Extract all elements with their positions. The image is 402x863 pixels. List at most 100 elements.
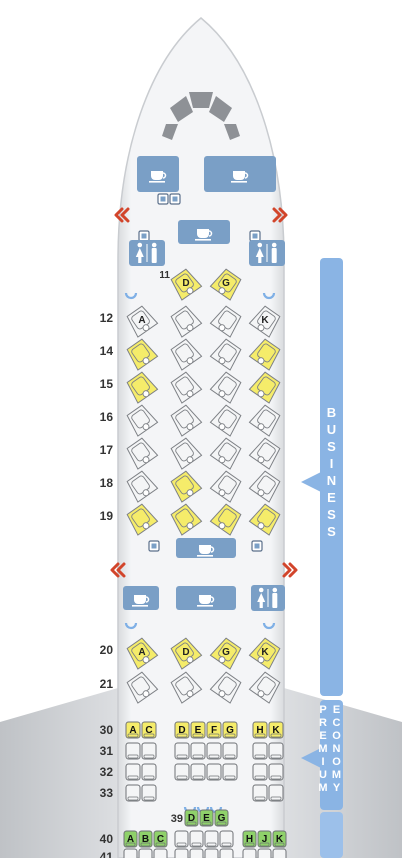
seat-32-center-2[interactable]: [206, 763, 222, 781]
seat-31-left-1[interactable]: [141, 742, 157, 760]
seat-31-center-0[interactable]: [174, 742, 190, 760]
seat-20-center-1[interactable]: G: [209, 636, 243, 670]
seat-14-center-1[interactable]: [209, 337, 243, 371]
seat-30-left-0[interactable]: A: [125, 721, 141, 739]
seat-30-right-1[interactable]: K: [268, 721, 284, 739]
seat-16-center-1[interactable]: [209, 403, 243, 437]
seat-18-left-0[interactable]: [125, 469, 159, 503]
seat-41-left-2[interactable]: [153, 848, 168, 863]
seat-39-center-1[interactable]: E: [199, 809, 214, 827]
seat-16-center-0[interactable]: [169, 403, 203, 437]
lavatory-icon: [257, 587, 278, 608]
seat-41-center-2[interactable]: [204, 848, 219, 863]
seat-39-center-2[interactable]: G: [214, 809, 229, 827]
seat-21-left-0[interactable]: [125, 670, 159, 704]
seat-30-center-3[interactable]: G: [222, 721, 238, 739]
seat-40-center-1[interactable]: [189, 830, 204, 848]
seat-33-right-1[interactable]: [268, 784, 284, 802]
seat-32-left-0[interactable]: [125, 763, 141, 781]
seat-32-center-0[interactable]: [174, 763, 190, 781]
seat-17-center-0[interactable]: [169, 436, 203, 470]
seat-12-left-0[interactable]: A: [125, 304, 159, 338]
seat-32-right-0[interactable]: [252, 763, 268, 781]
seat-31-center-1[interactable]: [190, 742, 206, 760]
seat-19-right-0[interactable]: [248, 502, 282, 536]
seat-15-center-1[interactable]: [209, 370, 243, 404]
seat-40-left-2[interactable]: C: [153, 830, 168, 848]
seat-39-center-0[interactable]: D: [184, 809, 199, 827]
seat-32-center-3[interactable]: [222, 763, 238, 781]
seat-20-left-0[interactable]: A: [125, 636, 159, 670]
seat-16-left-0[interactable]: [125, 403, 159, 437]
seat-31-center-2[interactable]: [206, 742, 222, 760]
seat-letter: E: [195, 725, 202, 736]
seat-18-right-0[interactable]: [248, 469, 282, 503]
seat-41-right-0[interactable]: [242, 848, 257, 863]
seat-32-left-1[interactable]: [141, 763, 157, 781]
seat-30-center-2[interactable]: F: [206, 721, 222, 739]
seat-20-right-0[interactable]: K: [248, 636, 282, 670]
seat-18-center-0[interactable]: [169, 469, 203, 503]
cabin-name-letter: U: [326, 422, 337, 437]
seat-41-center-0[interactable]: [174, 848, 189, 863]
business-bar-pointer: [301, 472, 321, 492]
seat-31-right-1[interactable]: [268, 742, 284, 760]
seat-30-center-0[interactable]: D: [174, 721, 190, 739]
seat-14-left-0[interactable]: [125, 337, 159, 371]
seat-17-right-0[interactable]: [248, 436, 282, 470]
seat-32-center-1[interactable]: [190, 763, 206, 781]
seat-12-center-1[interactable]: [209, 304, 243, 338]
seat-11-center-1[interactable]: G: [209, 267, 243, 301]
seat-17-center-1[interactable]: [209, 436, 243, 470]
seat-30-right-0[interactable]: H: [252, 721, 268, 739]
cabin-name-letter: S: [327, 439, 336, 454]
seat-30-left-1[interactable]: C: [141, 721, 157, 739]
seat-41-center-3[interactable]: [219, 848, 234, 863]
seat-21-center-0[interactable]: [169, 670, 203, 704]
seat-33-left-0[interactable]: [125, 784, 141, 802]
seat-12-center-0[interactable]: [169, 304, 203, 338]
cabin-name-letter: P: [319, 704, 327, 716]
seat-33-left-1[interactable]: [141, 784, 157, 802]
seat-21-center-1[interactable]: [209, 670, 243, 704]
seat-33-right-0[interactable]: [252, 784, 268, 802]
seat-15-center-0[interactable]: [169, 370, 203, 404]
seat-40-left-1[interactable]: B: [138, 830, 153, 848]
seat-41-right-1[interactable]: [257, 848, 272, 863]
seat-14-right-0[interactable]: [248, 337, 282, 371]
seat-41-left-1[interactable]: [138, 848, 153, 863]
seat-41-right-2[interactable]: [272, 848, 287, 863]
cabin-name-letter: I: [329, 456, 334, 471]
seat-12-right-0[interactable]: K: [248, 304, 282, 338]
seat-19-center-0[interactable]: [169, 502, 203, 536]
seat-32-right-1[interactable]: [268, 763, 284, 781]
seat-16-right-0[interactable]: [248, 403, 282, 437]
row-label-31: 31: [100, 744, 114, 758]
seat-14-center-0[interactable]: [169, 337, 203, 371]
seat-letter: H: [256, 725, 263, 736]
seat-40-right-0[interactable]: H: [242, 830, 257, 848]
seat-20-center-0[interactable]: D: [169, 636, 203, 670]
seat-40-right-2[interactable]: K: [272, 830, 287, 848]
seat-40-left-0[interactable]: A: [123, 830, 138, 848]
seat-31-right-0[interactable]: [252, 742, 268, 760]
seat-31-left-0[interactable]: [125, 742, 141, 760]
row-label-20: 20: [100, 643, 114, 657]
seat-18-center-1[interactable]: [209, 469, 243, 503]
seat-15-left-0[interactable]: [125, 370, 159, 404]
seat-41-left-0[interactable]: [123, 848, 138, 863]
seat-11-center-0[interactable]: D: [169, 267, 203, 301]
seat-19-center-1[interactable]: [209, 502, 243, 536]
seat-17-left-0[interactable]: [125, 436, 159, 470]
seat-40-right-1[interactable]: J: [257, 830, 272, 848]
seat-31-center-3[interactable]: [222, 742, 238, 760]
seat-15-right-0[interactable]: [248, 370, 282, 404]
seat-30-center-1[interactable]: E: [190, 721, 206, 739]
seat-letter: D: [182, 647, 189, 658]
seat-19-left-0[interactable]: [125, 502, 159, 536]
seat-41-center-1[interactable]: [189, 848, 204, 863]
seat-40-center-2[interactable]: [204, 830, 219, 848]
seat-21-right-0[interactable]: [248, 670, 282, 704]
seat-40-center-0[interactable]: [174, 830, 189, 848]
seat-40-center-3[interactable]: [219, 830, 234, 848]
